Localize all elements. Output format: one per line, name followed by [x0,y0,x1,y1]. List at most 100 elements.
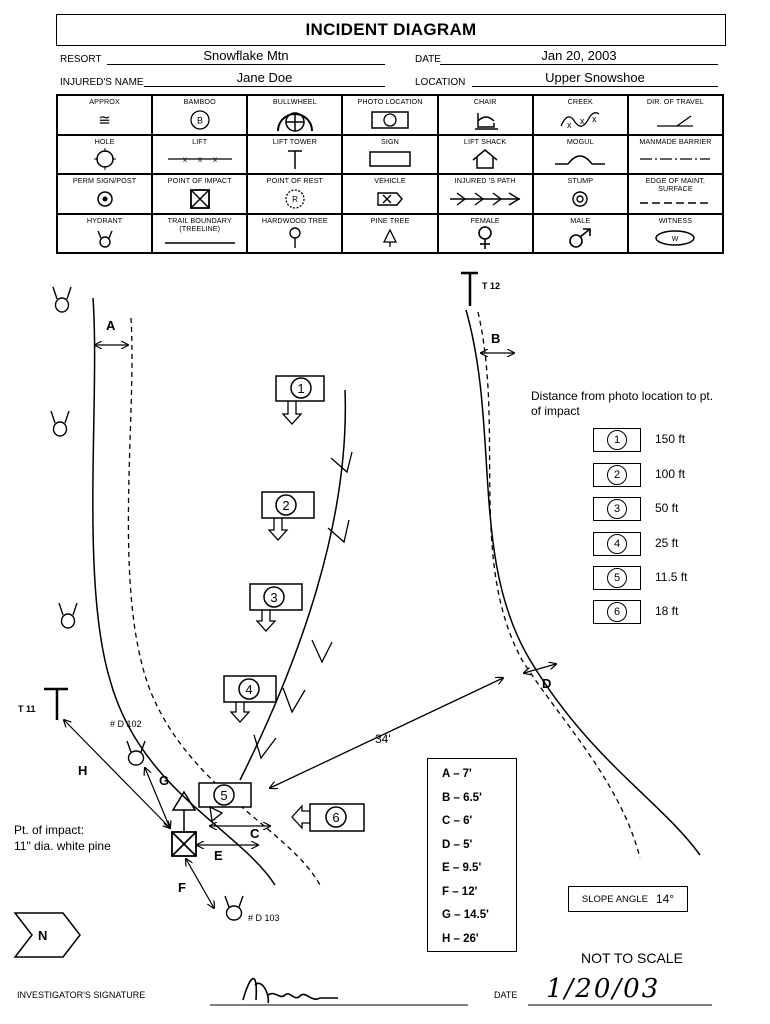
svg-text:R: R [292,195,298,204]
legend-manmade-barrier: MANMADE BARRIER [627,134,723,174]
label-a: A [106,318,116,333]
legend-bullwheel: BULLWHEEL [247,95,343,135]
measurement-a: A – 7' [442,768,472,780]
lift-shack-icon [439,146,532,174]
svg-text:x: x [592,114,597,124]
measurement-b: B – 6.5' [442,791,482,804]
left-maint-edge [127,317,321,886]
left-trail-boundary [92,297,276,886]
legend-lift-shack: LIFT SHACK [437,134,533,174]
label-f: F [178,880,186,895]
hydrant-3 [58,602,78,629]
injured-path-line [239,389,347,781]
photo-location-3 [249,583,303,632]
hole-icon [58,146,151,174]
photo-6-number: 6 [332,810,339,825]
measurement-d: D – 5' [442,838,473,851]
legend-male: MALE [532,213,628,253]
svg-text:x: x [198,155,202,164]
legend-stump: STUMP [532,174,628,214]
legend-hole: HOLE [57,134,153,174]
distance-title-line2: of impact [531,404,580,418]
perm-sign-post-icon [58,185,151,213]
svg-text:B: B [197,115,203,125]
photo-3-number: 3 [270,590,277,605]
bamboo-icon: B [153,106,246,134]
legend-mogul: MOGUL [532,134,628,174]
direction-of-travel-icon [629,106,722,134]
legend-female: FEMALE [437,213,533,253]
label-h: H [78,763,87,778]
injured-path-icon [439,185,532,213]
legend-injured-path: INJURED 'S PATH [437,174,533,214]
slope-angle-box: SLOPE ANGLE 14° [568,886,688,912]
chair-icon [439,106,532,134]
photo-location-icon [343,106,436,134]
lift-tower-11 [44,687,68,720]
date-field[interactable]: Jan 20, 2003 [440,48,718,65]
resort-field[interactable]: Snowflake Mtn [107,48,385,65]
pine-tree-symbol [171,790,197,832]
male-icon [534,225,627,253]
north-arrow-icon [13,912,81,958]
slope-angle-label: SLOPE ANGLE [581,893,648,905]
photo-location-4 [223,675,277,723]
photo-2-number: 2 [282,498,289,513]
dim-d-arrow [524,664,556,673]
legend-hardwood-tree: HARDWOOD TREE [247,213,343,253]
sign-icon [343,146,436,174]
label-b: B [491,331,500,346]
legend-photo-location: PHOTO LOCATION [342,95,438,135]
measurement-g: G – 14.5' [442,909,489,921]
svg-text:x: x [580,116,585,126]
point-of-impact-symbol [171,831,197,857]
impact-note-line2: 11" dia. white pine [14,839,111,853]
location-field[interactable]: Upper Snowshoe [472,70,718,87]
svg-text:W: W [672,236,679,243]
injured-name-field[interactable]: Jane Doe [144,70,385,87]
legend-chair: CHAIR [437,95,533,135]
legend-approx: APPROX≅ [57,95,153,135]
dim-34-arrow [270,678,503,788]
photo-location-6 [291,803,365,832]
legend-sign: SIGN [342,134,438,174]
point-of-rest-icon: R [248,185,341,213]
photo-location-5 [198,782,252,823]
tower-12-label: T 12 [482,281,500,291]
measurement-f: F – 12' [442,885,478,898]
dim-h-arrow [64,720,170,828]
hydrant-2 [50,410,70,437]
investigator-signature-label: INVESTIGATOR'S SIGNATURE [17,990,146,1000]
legend-trail-boundary: TRAIL BOUNDARY (TREELINE) [152,213,248,253]
right-trail-boundary [465,309,701,856]
witness-d103 [224,895,244,921]
north-label: N [38,928,47,943]
page-title: INCIDENT DIAGRAM [56,14,726,46]
photo-5-number: 5 [220,788,227,803]
legend-pine-tree: PINE TREE [342,213,438,253]
trail-boundary-icon [153,233,246,253]
female-icon [439,225,532,253]
legend-direction-of-travel: DIR. OF TRAVEL [627,95,723,135]
witness-icon: W [629,225,722,253]
svg-text:x: x [183,155,187,164]
measurement-c: C – 6' [442,815,473,827]
label-d: D [542,676,551,691]
footer-date-value[interactable]: 1/20/03 [546,974,661,1004]
legend-vehicle: VEHICLE [342,174,438,214]
svg-text:x: x [213,155,217,164]
impact-note-line1: Pt. of impact: [14,823,84,837]
lift-tower-icon [248,146,341,174]
svg-text:x: x [567,120,572,130]
